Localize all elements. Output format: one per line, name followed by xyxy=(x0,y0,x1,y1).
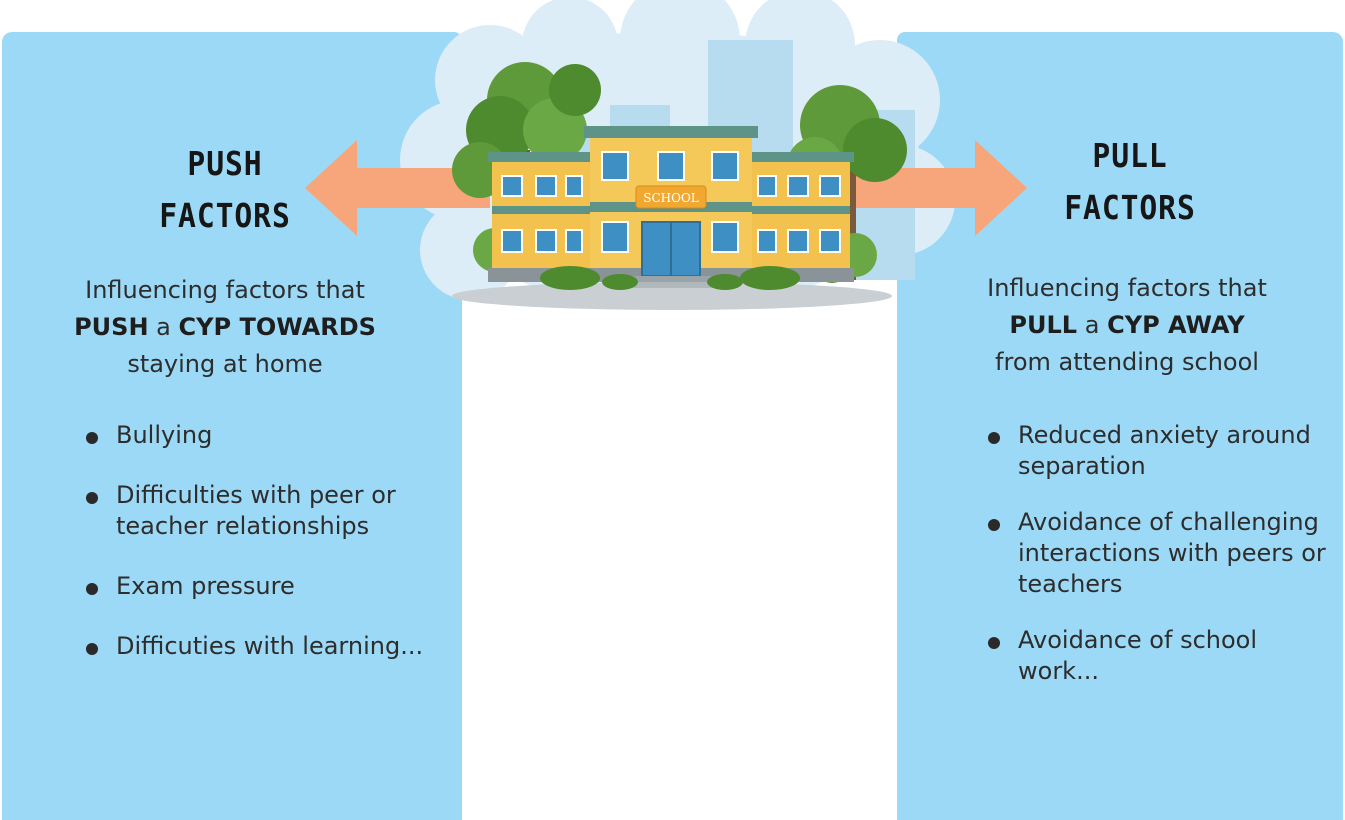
list-item: Difficulties with peer or teacher relati… xyxy=(84,480,454,542)
list-item: Avoidance of challenging interactions wi… xyxy=(986,507,1342,600)
pull-title-line2: FACTORS xyxy=(1064,188,1196,227)
pull-description: Influencing factors that PULL a CYP AWAY… xyxy=(912,270,1342,381)
pull-desc-strong2: CYP AWAY xyxy=(1107,311,1245,339)
push-desc-strong2: CYP TOWARDS xyxy=(178,313,376,341)
push-desc-line3: staying at home xyxy=(127,350,323,378)
push-panel xyxy=(2,32,462,820)
push-factors-title: PUSH FACTORS xyxy=(149,138,302,242)
push-desc-line1: Influencing factors that xyxy=(85,276,365,304)
push-desc-mid: a xyxy=(156,313,171,341)
pull-panel xyxy=(897,32,1343,820)
push-arrow xyxy=(305,140,490,236)
bushes xyxy=(540,266,800,290)
pull-factors-title: PULL FACTORS xyxy=(1049,130,1211,234)
list-item: Exam pressure xyxy=(84,571,454,602)
list-item: Avoidance of school work... xyxy=(986,625,1342,687)
list-item: Reduced anxiety around separation xyxy=(986,420,1342,482)
push-desc-line2: PUSH a CYP TOWARDS xyxy=(10,309,440,346)
pull-desc-line1: Influencing factors that xyxy=(987,274,1267,302)
pull-arrow xyxy=(845,140,1027,236)
pull-desc-strong1: PULL xyxy=(1009,311,1078,339)
push-description: Influencing factors that PUSH a CYP TOWA… xyxy=(10,272,440,383)
push-factors-list: Bullying Difficulties with peer or teach… xyxy=(84,420,454,691)
pull-desc-line2: PULL a CYP AWAY xyxy=(912,307,1342,344)
push-title-line2: FACTORS xyxy=(159,196,291,235)
school-sign-text: SCHOOL xyxy=(643,191,699,205)
school-illustration: SCHOOL xyxy=(305,0,1027,310)
list-item: Bullying xyxy=(84,420,454,451)
push-desc-strong1: PUSH xyxy=(74,313,149,341)
list-item: Difficuties with learning... xyxy=(84,631,454,662)
pull-desc-mid: a xyxy=(1084,311,1100,339)
pull-factors-list: Reduced anxiety around separation Avoida… xyxy=(986,420,1342,712)
pull-title-line1: PULL xyxy=(1092,136,1168,175)
pull-desc-line3: from attending school xyxy=(995,348,1259,376)
push-title-line1: PUSH xyxy=(187,144,263,183)
